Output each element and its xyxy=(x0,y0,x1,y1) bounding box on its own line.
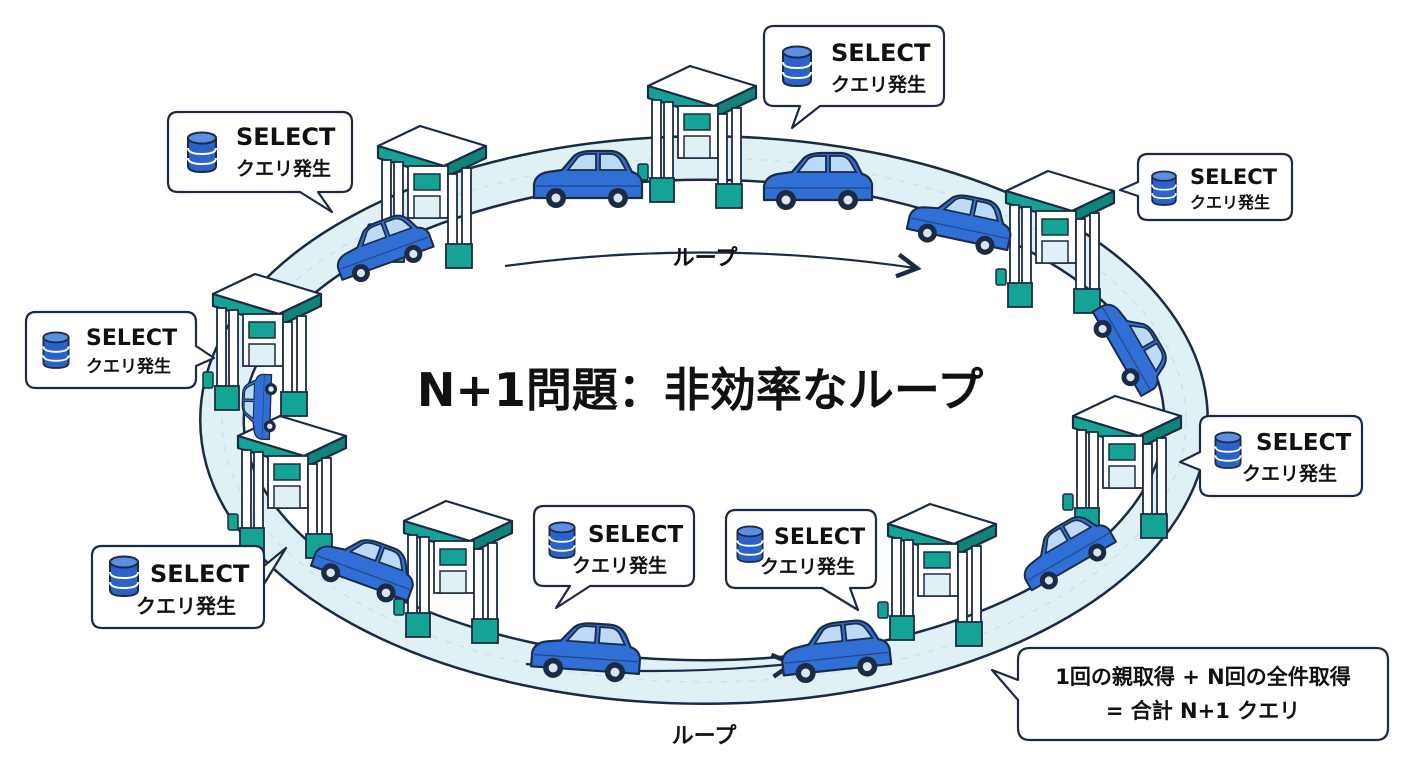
bubble-query-text: クエリ発生 xyxy=(1242,462,1337,485)
bubble-query-text: クエリ発生 xyxy=(136,594,236,618)
summary-box: 1回の親取得 + N回の全件取得 = 合計 N+1 クエリ xyxy=(990,646,1390,742)
database-icon xyxy=(1151,170,1177,206)
bubble-select-text: SELECT xyxy=(236,123,336,151)
database-icon xyxy=(109,555,139,597)
bubble-select-text: SELECT xyxy=(831,39,931,67)
database-icon xyxy=(548,521,576,559)
loop-label-bottom: ループ xyxy=(672,724,738,749)
loop-arrow-top xyxy=(504,251,915,268)
query-bubble: SELECT クエリ発生 xyxy=(724,508,878,612)
bubble-select-text: SELECT xyxy=(86,326,177,351)
bubble-query-text: クエリ発生 xyxy=(86,356,171,377)
database-icon xyxy=(42,331,70,369)
summary-line-1: 1回の親取得 + N回の全件取得 xyxy=(1055,665,1350,689)
summary-line-2: = 合計 N+1 クエリ xyxy=(1106,699,1300,723)
bubble-query-text: クエリ発生 xyxy=(1190,193,1270,212)
toll-gate-icon xyxy=(636,64,758,210)
bubble-query-text: クエリ発生 xyxy=(831,73,926,96)
query-bubble: SELECT クエリ発生 xyxy=(24,310,216,390)
bubble-select-text: SELECT xyxy=(1256,430,1352,456)
query-bubble: SELECT クエリ発生 xyxy=(166,110,354,214)
query-bubble: SELECT クエリ発生 xyxy=(1178,414,1364,498)
bubble-query-text: クエリ発生 xyxy=(760,555,855,578)
bubble-select-text: SELECT xyxy=(150,560,250,588)
query-bubble: SELECT クエリ発生 xyxy=(762,24,946,130)
page-title: N+1問題：非効率なループ xyxy=(417,363,983,417)
bubble-select-text: SELECT xyxy=(774,525,865,550)
bubble-query-text: クエリ発生 xyxy=(572,554,667,577)
database-icon xyxy=(782,45,812,87)
loop-label-top: ループ xyxy=(673,246,739,271)
bubble-query-text: クエリ発生 xyxy=(236,157,331,180)
bubble-select-text: SELECT xyxy=(1190,165,1278,189)
database-icon xyxy=(187,131,217,173)
query-bubble: SELECT クエリ発生 xyxy=(90,544,288,630)
toll-gate-icon xyxy=(994,169,1116,315)
bubble-select-text: SELECT xyxy=(588,522,684,548)
toll-gate-icon xyxy=(876,502,998,648)
query-bubble: SELECT クエリ発生 xyxy=(1118,152,1294,222)
database-icon xyxy=(1214,431,1242,469)
database-icon xyxy=(736,525,764,563)
query-bubble: SELECT クエリ発生 xyxy=(532,504,696,610)
